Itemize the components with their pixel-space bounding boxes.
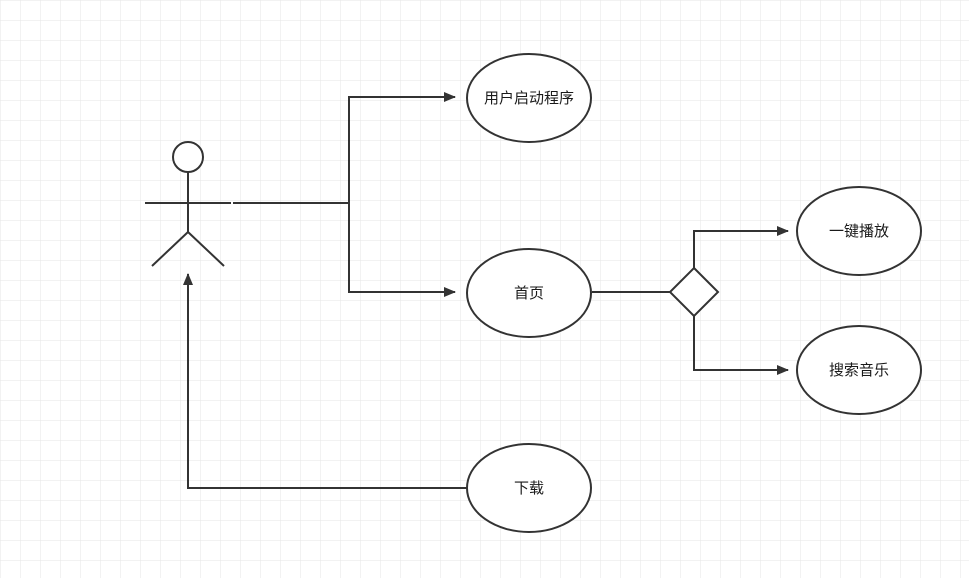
use-case-home[interactable]: 首页 <box>466 248 592 338</box>
use-case-search[interactable]: 搜索音乐 <box>796 325 922 415</box>
decision-diamond[interactable] <box>668 266 720 318</box>
use-case-home-label: 首页 <box>514 284 544 302</box>
actor-right-leg <box>187 231 225 267</box>
connector-decision-oneclick <box>693 226 789 268</box>
connector-actor-home <box>348 203 456 297</box>
use-case-oneclick-shape <box>796 186 922 276</box>
use-case-search-shape <box>796 325 922 415</box>
connector-actor-launch <box>233 92 456 204</box>
use-case-oneclick-label: 一键播放 <box>829 222 889 240</box>
actor-head <box>172 141 204 173</box>
connector-decision-search <box>693 316 789 375</box>
connector-download-actor <box>183 273 467 489</box>
use-case-launch-label: 用户启动程序 <box>484 89 574 107</box>
actor-left-leg <box>151 231 189 267</box>
use-case-launch-shape <box>466 53 592 143</box>
use-case-oneclick[interactable]: 一键播放 <box>796 186 922 276</box>
use-case-launch[interactable]: 用户启动程序 <box>466 53 592 143</box>
use-case-download[interactable]: 下载 <box>466 443 592 533</box>
use-case-search-label: 搜索音乐 <box>829 361 889 379</box>
use-case-download-shape <box>466 443 592 533</box>
use-case-home-shape <box>466 248 592 338</box>
use-case-download-label: 下载 <box>514 479 544 497</box>
actor[interactable] <box>145 141 231 267</box>
